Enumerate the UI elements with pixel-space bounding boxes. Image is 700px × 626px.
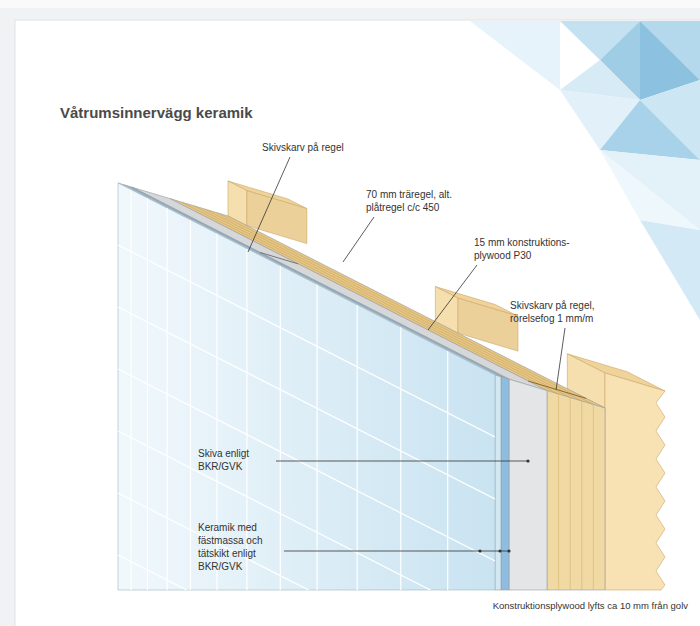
tile-joint [357, 305, 358, 590]
top-bar [0, 0, 700, 8]
tile-joint [118, 307, 495, 499]
callout-label: 70 mm träregel, alt. plåtregel c/c 450 [366, 188, 476, 214]
tile-joint [280, 266, 281, 590]
tile-end [495, 375, 501, 590]
plywood-end [547, 391, 605, 590]
veneer-line [558, 394, 559, 590]
callout-label: Keramik med fästmassa och tätskikt enlig… [198, 521, 278, 573]
callout-label: Skiva enligt BKR/GVK [198, 447, 270, 473]
caption: Konstruktionsplywood lyfts ca 10 mm från… [493, 600, 688, 611]
decor-triangle [640, 220, 700, 320]
tile-joint [130, 190, 131, 590]
tile-face [118, 183, 495, 590]
decor-triangle [600, 100, 700, 160]
tile-joint [118, 555, 495, 626]
stud-end-face [605, 373, 665, 590]
leader-line [343, 217, 374, 262]
tile-joint [167, 208, 168, 590]
leader-line [428, 265, 477, 330]
title: Våtrumsinnervägg keramik [60, 104, 253, 121]
tile-joint [118, 369, 495, 561]
veneer-line [570, 398, 571, 590]
page-card [15, 20, 700, 626]
callout-label: Skivskarv på regel [262, 141, 382, 154]
leader-dot [478, 549, 481, 552]
tile-joint [118, 245, 495, 437]
tile-joint [316, 284, 317, 590]
wall-board-end [509, 379, 547, 590]
leader-line [284, 551, 509, 552]
veneer-line [581, 401, 582, 590]
decor-triangle [470, 21, 560, 90]
veneer-line [593, 405, 594, 590]
leader-dot [526, 459, 529, 462]
tile-joint [400, 327, 401, 590]
decor-triangle [600, 150, 700, 230]
membrane-end [501, 377, 509, 590]
leader-line [276, 461, 528, 462]
leader-line [556, 328, 565, 389]
tile-joint [118, 493, 495, 626]
tile-joint [190, 220, 191, 590]
tile-joint [447, 351, 448, 590]
tile-joint [118, 431, 495, 623]
leader-line [248, 157, 290, 252]
callout-label: 15 mm konstruktions- plywood P30 [474, 236, 592, 262]
leader-dot [498, 549, 501, 552]
leader-dot [507, 549, 510, 552]
decor-triangle [600, 150, 700, 230]
callout-label: Skivskarv på regel, rörelsefog 1 mm/m [510, 299, 625, 325]
tile-joint [147, 198, 148, 590]
